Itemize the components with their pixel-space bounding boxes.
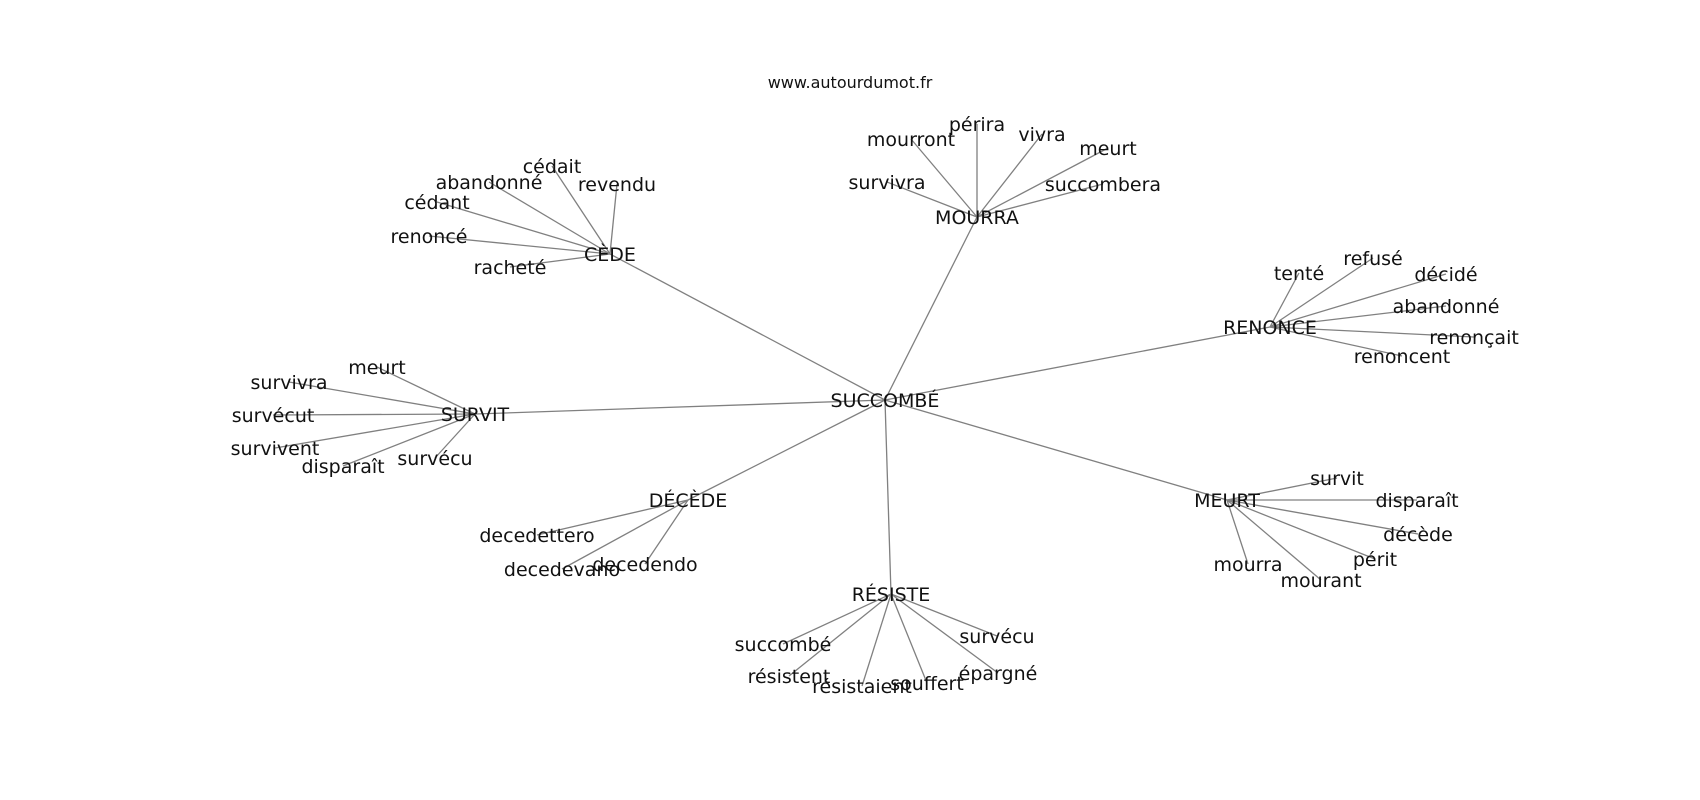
edge-hub-to-leaf bbox=[609, 183, 618, 255]
hub-node-label[interactable]: MOURRA bbox=[935, 207, 1019, 229]
edge-hub-to-leaf bbox=[644, 499, 689, 565]
leaf-node-label[interactable]: épargné bbox=[959, 663, 1038, 685]
center-node-label[interactable]: SUCCOMBÉ bbox=[831, 389, 940, 412]
leaf-node-label[interactable]: abandonné bbox=[1393, 296, 1500, 318]
leaf-node-label[interactable]: disparaît bbox=[1375, 490, 1458, 512]
edge-center-to-hub bbox=[687, 399, 886, 501]
leaf-node-label[interactable]: abandonné bbox=[436, 172, 543, 194]
edge-center-to-hub bbox=[884, 399, 1228, 501]
leaf-node-label[interactable]: survivent bbox=[231, 438, 320, 460]
edge-hub-to-leaf bbox=[976, 133, 1043, 218]
leaf-node-label[interactable]: cédait bbox=[523, 156, 582, 178]
edge-hub-to-leaf bbox=[1226, 499, 1376, 560]
leaf-node-label[interactable]: survit bbox=[1310, 468, 1364, 490]
leaf-node-label[interactable]: decedevano bbox=[504, 559, 620, 581]
leaf-node-label[interactable]: racheté bbox=[474, 257, 547, 279]
leaf-node-label[interactable]: renonçait bbox=[1429, 327, 1519, 349]
leaf-node-label[interactable]: décède bbox=[1383, 524, 1453, 546]
leaf-node-label[interactable]: decedettero bbox=[479, 525, 594, 547]
edge-hub-to-leaf bbox=[976, 183, 1104, 218]
source-label[interactable]: www.autourdumot.fr bbox=[768, 73, 933, 92]
leaf-node-label[interactable]: disparaît bbox=[301, 456, 384, 478]
leaf-node-label[interactable]: décidé bbox=[1414, 264, 1477, 286]
leaf-node-label[interactable]: survivra bbox=[849, 172, 926, 194]
hub-node-label[interactable]: SURVIT bbox=[441, 404, 510, 426]
hub-node-label[interactable]: CÈDE bbox=[584, 243, 636, 266]
edge-hub-to-leaf bbox=[1226, 477, 1338, 501]
edge-center-to-hub bbox=[884, 399, 892, 595]
edge-center-to-hub bbox=[609, 253, 886, 401]
leaf-node-label[interactable]: résistaient bbox=[812, 676, 912, 698]
edge-hub-to-leaf bbox=[436, 201, 611, 255]
edge-hub-to-leaf bbox=[434, 413, 476, 459]
edge-hub-to-leaf bbox=[561, 499, 689, 570]
leaf-node-label[interactable]: mourront bbox=[867, 129, 955, 151]
hub-node-label[interactable]: RÉSISTE bbox=[852, 583, 931, 606]
leaf-node-label[interactable]: résistent bbox=[748, 666, 831, 688]
leaf-node-label[interactable]: vivra bbox=[1018, 124, 1065, 146]
edge-hub-to-leaf bbox=[976, 147, 1109, 218]
leaf-node-label[interactable]: renoncé bbox=[391, 226, 468, 248]
leaf-node-label[interactable]: meurt bbox=[348, 357, 406, 379]
edge-hub-to-leaf bbox=[274, 413, 476, 449]
leaf-node-label[interactable]: meurt bbox=[1079, 138, 1137, 160]
leaf-node-label[interactable]: mourra bbox=[1213, 554, 1282, 576]
leaf-node-label[interactable]: survécu bbox=[397, 448, 472, 470]
leaf-node-label[interactable]: survivra bbox=[251, 372, 328, 394]
edge-hub-to-leaf bbox=[1269, 305, 1447, 328]
leaf-node-label[interactable]: revendu bbox=[578, 174, 656, 196]
leaf-node-label[interactable]: cédant bbox=[404, 192, 469, 214]
leaf-node-label[interactable]: decedendo bbox=[592, 554, 697, 576]
leaf-node-label[interactable]: tenté bbox=[1274, 263, 1324, 285]
edge-hub-to-leaf bbox=[1269, 272, 1300, 328]
edge-hub-to-leaf bbox=[1269, 326, 1475, 338]
edge-hub-to-leaf bbox=[272, 413, 476, 416]
edge-hub-to-leaf bbox=[910, 138, 978, 218]
edge-center-to-hub bbox=[884, 216, 978, 401]
edge-hub-to-leaf bbox=[488, 181, 611, 255]
edge-hub-to-leaf bbox=[288, 381, 476, 415]
edge-hub-to-leaf bbox=[1269, 257, 1374, 328]
edge-hub-to-leaf bbox=[376, 366, 476, 415]
leaf-node-label[interactable]: périra bbox=[949, 114, 1005, 136]
edge-hub-to-leaf bbox=[1269, 326, 1403, 357]
hub-node-label[interactable]: DÉCÈDE bbox=[649, 489, 728, 512]
leaf-node-label[interactable]: souffert bbox=[890, 673, 964, 695]
hub-node-label[interactable]: MEURT bbox=[1194, 490, 1260, 512]
leaf-node-label[interactable]: succombera bbox=[1045, 174, 1161, 196]
leaf-node-label[interactable]: succombé bbox=[735, 634, 832, 656]
edge-hub-to-leaf bbox=[782, 593, 892, 645]
edge-center-to-hub bbox=[474, 399, 886, 415]
edge-hub-to-leaf bbox=[886, 181, 978, 218]
edge-hub-to-leaf bbox=[1226, 499, 1419, 535]
edge-hub-to-leaf bbox=[890, 593, 999, 674]
edge-hub-to-leaf bbox=[551, 165, 611, 255]
edge-hub-to-leaf bbox=[509, 253, 611, 268]
leaf-node-label[interactable]: périt bbox=[1353, 549, 1397, 571]
graph-labels: SUCCOMBÉCÈDEcédaitrevenduabandonnécédant… bbox=[231, 114, 1519, 698]
edge-hub-to-leaf bbox=[1269, 273, 1447, 328]
leaf-node-label[interactable]: renoncent bbox=[1354, 346, 1450, 368]
edge-hub-to-leaf bbox=[890, 593, 928, 684]
leaf-node-label[interactable]: mourant bbox=[1280, 570, 1361, 592]
edge-hub-to-leaf bbox=[1226, 499, 1322, 581]
edge-hub-to-leaf bbox=[1226, 499, 1249, 565]
edge-hub-to-leaf bbox=[861, 593, 892, 687]
edge-hub-to-leaf bbox=[890, 593, 998, 637]
leaf-node-label[interactable]: refusé bbox=[1343, 248, 1402, 270]
edge-hub-to-leaf bbox=[342, 413, 476, 467]
edge-hub-to-leaf bbox=[788, 593, 892, 677]
edge-hub-to-leaf bbox=[428, 235, 611, 255]
hub-node-label[interactable]: RENONCE bbox=[1223, 317, 1317, 339]
edge-hub-to-leaf bbox=[536, 499, 689, 536]
leaf-node-label[interactable]: survécu bbox=[959, 626, 1034, 648]
edge-center-to-hub bbox=[884, 326, 1271, 401]
graph-edges bbox=[272, 124, 1475, 687]
leaf-node-label[interactable]: survécut bbox=[232, 405, 315, 427]
